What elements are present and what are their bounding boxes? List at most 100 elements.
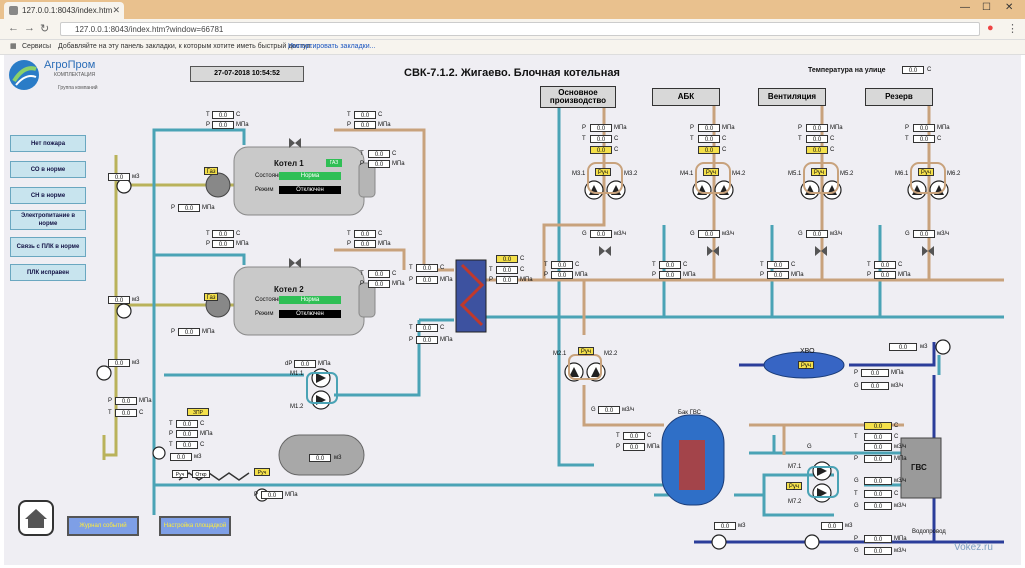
gvs-ret-t-label: T: [854, 491, 858, 497]
heater-mode[interactable]: Руч: [254, 468, 270, 476]
b1-in-t-label: T: [206, 112, 210, 118]
browser-tab[interactable]: 127.0.0.1:8043/index.htm ✕: [4, 2, 124, 19]
ll-p2: 0.0: [261, 491, 283, 499]
m7-mode[interactable]: Руч: [786, 482, 802, 490]
hvo-mode[interactable]: Руч: [798, 361, 814, 369]
consumer-abk[interactable]: АБК: [652, 88, 720, 106]
hx-sup-t-label: T: [489, 267, 493, 273]
ll-p2-unit: МПа: [285, 492, 298, 498]
ll-mode-2[interactable]: Откр: [192, 470, 210, 478]
m2-mode[interactable]: Руч: [578, 347, 594, 355]
b1-r-p-label: P: [360, 161, 365, 167]
hx-in-t: 0.0: [416, 264, 438, 272]
c4-mode[interactable]: Руч: [918, 168, 934, 176]
c3-rt-unit: С: [791, 262, 796, 268]
b2-out-p: 0.0: [354, 240, 376, 248]
c1-mode[interactable]: Руч: [595, 168, 611, 176]
forward-icon[interactable]: →: [24, 22, 35, 34]
water-main-label: Водопровод: [912, 529, 946, 535]
hvo-label: ХВО: [800, 348, 815, 355]
bookmarks-apps[interactable]: Сервисы: [22, 43, 52, 50]
ll-mode-1[interactable]: Руч: [172, 470, 188, 478]
piping-diagram: [96, 95, 1004, 550]
gvs-p-unit: МПа: [894, 456, 907, 462]
gvs-ret-g-unit: м3/ч: [894, 478, 907, 484]
back-icon[interactable]: ←: [8, 22, 19, 34]
water-g: 0.0: [864, 547, 892, 555]
bookmarks-import-link[interactable]: Импортировать закладки...: [288, 43, 376, 50]
tab-close-icon[interactable]: ✕: [112, 5, 120, 15]
site-settings-button[interactable]: Настройка площадкой: [159, 516, 231, 536]
cold-water-pipes: [694, 342, 1004, 544]
b2-in-t-label: T: [206, 231, 210, 237]
c2-mode[interactable]: Руч: [703, 168, 719, 176]
status-fire[interactable]: Нет пожара: [10, 135, 86, 152]
gas-flow-1: 0.0: [108, 173, 130, 181]
status-ch[interactable]: СН в норме: [10, 187, 86, 204]
menu-icon[interactable]: ⋮: [1007, 23, 1018, 35]
boiler-2-state: Норма: [279, 296, 341, 304]
b2-r-p: 0.0: [368, 280, 390, 288]
ll-t1: 0.0: [176, 420, 198, 428]
b2-out-t-unit: С: [378, 231, 383, 237]
b2-out-t: 0.0: [354, 230, 376, 238]
c1-setpoint: 0.0: [590, 146, 612, 154]
c4-p: 0.0: [913, 124, 935, 132]
ll-flow-unit: м3: [194, 454, 202, 460]
hx-sup-p-unit: МПа: [520, 277, 533, 283]
valves: [289, 138, 934, 268]
c3-mode[interactable]: Руч: [811, 168, 827, 176]
c4-pump-a: M6.1: [895, 171, 909, 177]
home-button[interactable]: [18, 500, 54, 536]
c3-rt: 0.0: [767, 261, 789, 269]
m71-label: М7.1: [788, 464, 802, 470]
url-input[interactable]: 127.0.0.1:8043/index.htm?window=66781: [60, 22, 980, 36]
gas-flow-1-unit: м3: [132, 174, 140, 180]
b2-r-t-label: T: [360, 271, 364, 277]
c2-rp-unit: МПа: [683, 272, 696, 278]
dhw-in-t-unit: С: [647, 433, 652, 439]
c4-rt: 0.0: [874, 261, 896, 269]
status-power[interactable]: Электропитание в норме: [10, 210, 86, 230]
b2-out-p-unit: МПа: [378, 241, 391, 247]
water-g-unit: м3/ч: [894, 548, 907, 554]
c2-pump-a: M4.1: [680, 171, 694, 177]
c3-rp-label: P: [760, 272, 765, 278]
c3-g-unit: м3/ч: [830, 231, 843, 237]
outdoor-temp-unit: С: [927, 67, 932, 73]
ll-t2-unit: С: [200, 442, 205, 448]
dhw-in-p-label: P: [616, 444, 621, 450]
boiler-2-mode-label: Режим: [255, 311, 274, 317]
ll-t1-label: T: [169, 421, 173, 427]
consumer-reserve[interactable]: Резерв: [865, 88, 933, 106]
event-log-button[interactable]: Журнал событий: [67, 516, 139, 536]
status-plc-link[interactable]: Связь с ПЛК в норме: [10, 237, 86, 257]
b1-r-p-unit: МПа: [392, 161, 405, 167]
boiler-1-mode[interactable]: Отключен: [279, 186, 341, 194]
c1-t-label: T: [582, 136, 586, 142]
c1-g-unit: м3/ч: [614, 231, 627, 237]
boiler-2-mode[interactable]: Отключен: [279, 310, 341, 318]
b2-out-p-label: P: [347, 241, 352, 247]
c4-t: 0.0: [913, 135, 935, 143]
hx-in-p-label: P: [409, 277, 414, 283]
c4-p-unit: МПа: [937, 125, 950, 131]
window-close-icon[interactable]: ✕: [1005, 2, 1014, 13]
status-plc[interactable]: ПЛК исправен: [10, 264, 86, 281]
c2-p-unit: МПа: [722, 125, 735, 131]
consumer-main[interactable]: Основное производство: [540, 86, 616, 108]
extension-icon[interactable]: ●: [987, 22, 994, 34]
status-co[interactable]: СО в норме: [10, 161, 86, 178]
b1-out-p: 0.0: [354, 121, 376, 129]
maximize-icon[interactable]: ☐: [982, 2, 991, 13]
b1-in-p-unit: МПа: [236, 122, 249, 128]
c1-g: 0.0: [590, 230, 612, 238]
hx-setpoint-1: 0.0: [496, 255, 518, 263]
dhw-tank: [661, 414, 725, 506]
minimize-icon[interactable]: —: [960, 2, 970, 13]
logo-icon: [9, 60, 39, 90]
apps-icon[interactable]: ▦: [10, 43, 17, 50]
hx-out-t-label: T: [409, 325, 413, 331]
consumer-vent[interactable]: Вентиляция: [758, 88, 826, 106]
reload-icon[interactable]: ↻: [40, 23, 50, 35]
